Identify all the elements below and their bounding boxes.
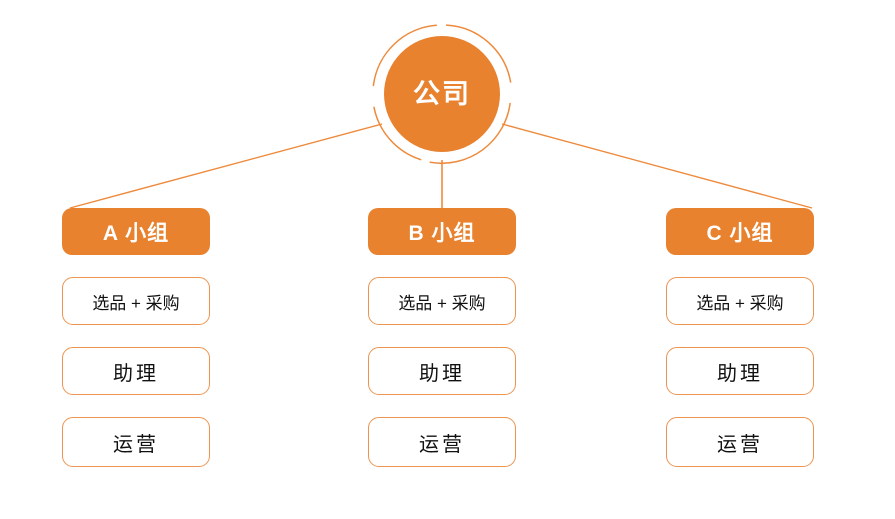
role-box-b-selection-purchasing[interactable]: 选品 + 采购 — [368, 277, 516, 325]
role-box-c-assistant[interactable]: 助理 — [666, 347, 814, 395]
group-header-a[interactable]: A 小组 — [62, 208, 210, 255]
branch-column-a: A 小组 选品 + 采购 助理 运营 — [62, 208, 210, 467]
root-disc: 公司 — [384, 36, 500, 152]
group-header-c[interactable]: C 小组 — [666, 208, 814, 255]
role-box-a-assistant[interactable]: 助理 — [62, 347, 210, 395]
root-label: 公司 — [413, 78, 471, 109]
root-node-company[interactable]: 公司 — [372, 24, 512, 164]
role-box-c-operations[interactable]: 运营 — [666, 417, 814, 467]
role-box-a-selection-purchasing[interactable]: 选品 + 采购 — [62, 277, 210, 325]
branch-column-c: C 小组 选品 + 采购 助理 运营 — [666, 208, 814, 467]
branch-column-b: B 小组 选品 + 采购 助理 运营 — [368, 208, 516, 467]
group-header-b[interactable]: B 小组 — [368, 208, 516, 255]
connector-root-to-group-a — [69, 123, 383, 209]
role-box-a-operations[interactable]: 运营 — [62, 417, 210, 467]
role-box-b-operations[interactable]: 运营 — [368, 417, 516, 467]
connector-root-to-group-c — [501, 123, 813, 209]
role-box-c-selection-purchasing[interactable]: 选品 + 采购 — [666, 277, 814, 325]
role-box-b-assistant[interactable]: 助理 — [368, 347, 516, 395]
root-outer-ring-icon — [372, 24, 512, 164]
